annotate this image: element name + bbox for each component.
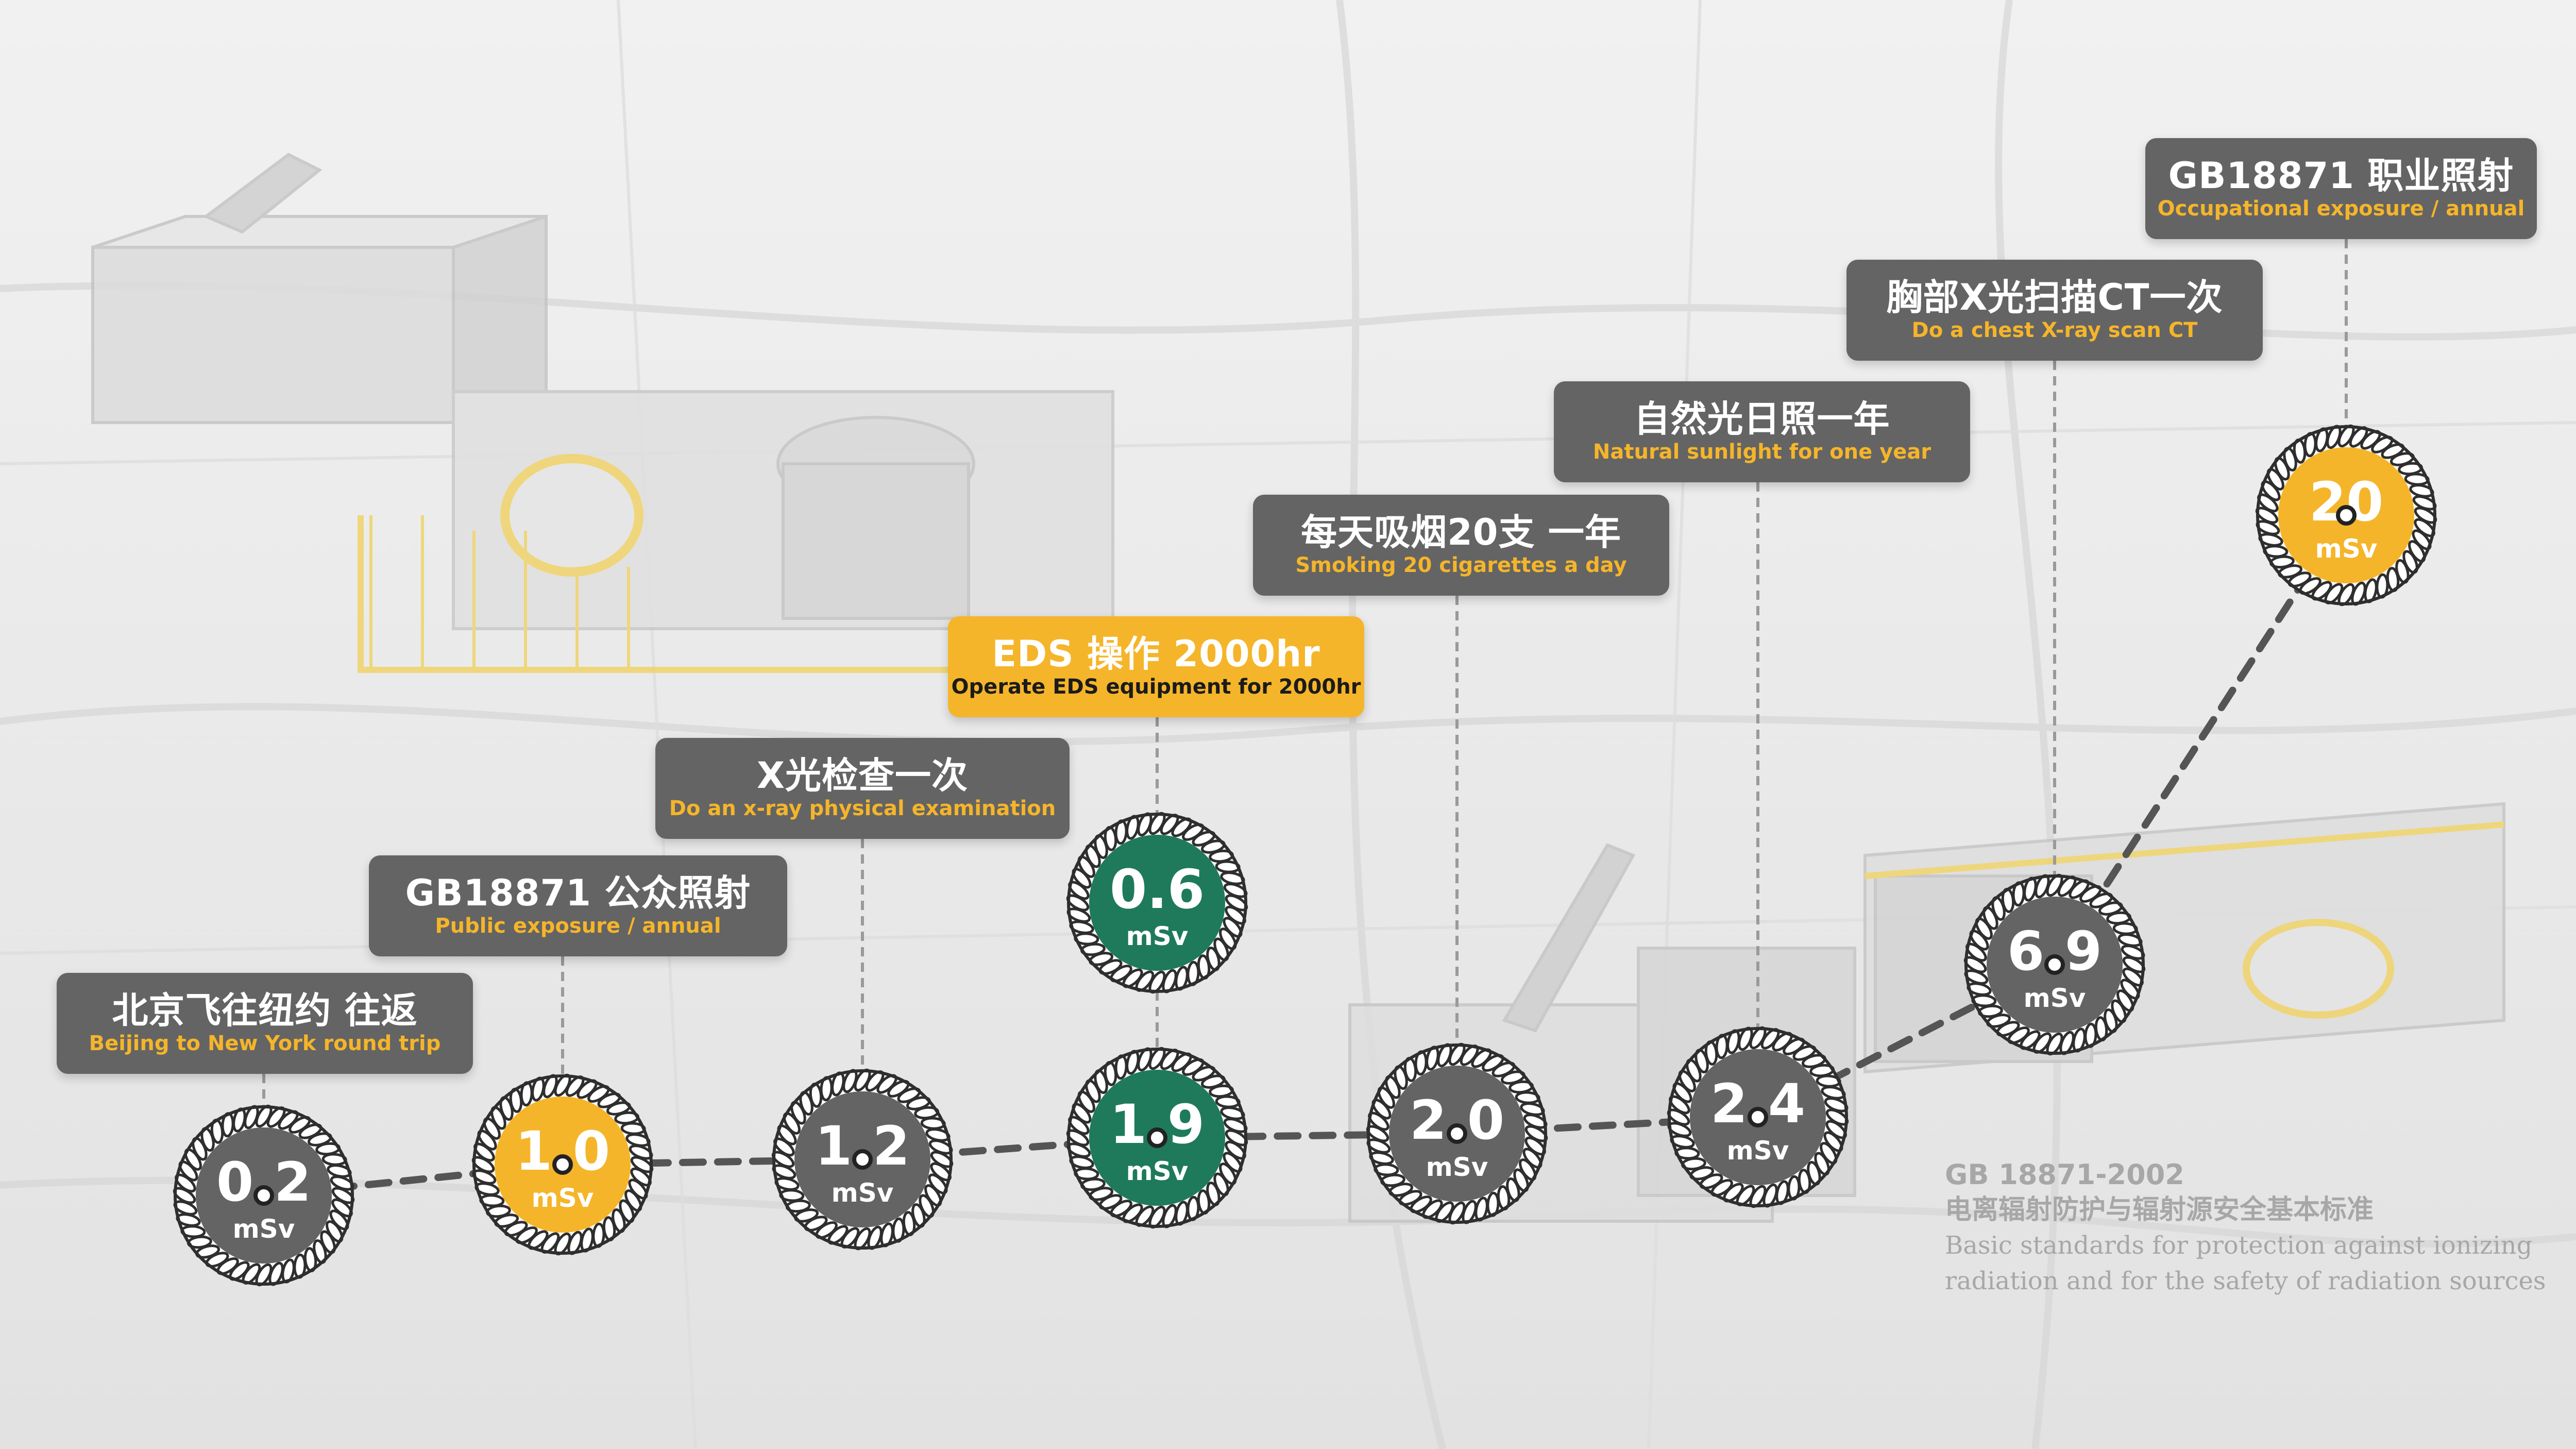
trend-point-sunlight: [1748, 1107, 1768, 1127]
badge-leaf: [1223, 1118, 1248, 1133]
dose-badge-eds-unit: mSv: [1126, 1156, 1189, 1186]
label-smoking-en: Smoking 20 cigarettes a day: [1295, 553, 1627, 577]
badge-leaf: [928, 1139, 953, 1155]
label-occupational: GB18871 职业照射 Occupational exposure / ann…: [2145, 138, 2537, 239]
label-ct-zh: 胸部X光扫描CT一次: [1886, 276, 2223, 318]
dose-badge-eds-extra-fill: [1089, 835, 1225, 971]
trend-point-smoking: [1447, 1123, 1467, 1144]
standard-code: GB 18871-2002: [1945, 1158, 2184, 1191]
dose-badge-ct-unit: mSv: [2024, 983, 2086, 1013]
label-xray: X光检查一次 Do an x-ray physical examination: [655, 738, 1070, 839]
trend-points: [253, 505, 2357, 1206]
standard-title-zh: 电离辐射防护与辐射源安全基本标准: [1945, 1194, 2374, 1226]
label-xray-zh: X光检查一次: [757, 754, 968, 797]
label-occupational-en: Occupational exposure / annual: [2157, 196, 2525, 221]
leader-lines: [262, 239, 2348, 1107]
badge-leaf: [629, 1144, 653, 1160]
dose-badge-eds-extra-value: 0.6: [1110, 858, 1205, 921]
label-flight-zh: 北京飞往纽约 往返: [112, 989, 418, 1032]
badge-leaf: [1523, 1114, 1548, 1129]
trend-point-ct: [2044, 954, 2065, 975]
label-public-en: Public exposure / annual: [435, 914, 721, 938]
standard-title-en-2: radiation and for the safety of radiatio…: [1945, 1267, 2546, 1296]
badge-leaf: [2412, 495, 2437, 511]
machine-left-illustration: [91, 153, 1114, 673]
label-eds-zh: EDS 操作 2000hr: [992, 632, 1320, 675]
label-smoking-zh: 每天吸烟20支 一年: [1301, 511, 1621, 553]
label-smoking: 每天吸烟20支 一年 Smoking 20 cigarettes a day: [1253, 495, 1669, 596]
label-sunlight-en: Natural sunlight for one year: [1592, 440, 1931, 464]
label-sunlight-zh: 自然光日照一年: [1634, 397, 1890, 440]
dose-badge-smoking-unit: mSv: [1426, 1152, 1488, 1182]
badge-leaf: [1223, 883, 1248, 898]
dose-badge-occupational-unit: mSv: [2315, 534, 2378, 564]
label-occupational-zh: GB18871 职业照射: [2168, 154, 2514, 197]
badge-leaf: [1824, 1097, 1849, 1113]
label-ct: 胸部X光扫描CT一次 Do a chest X-ray scan CT: [1846, 260, 2263, 361]
label-ct-en: Do a chest X-ray scan CT: [1911, 318, 2198, 342]
trend-point-public: [552, 1154, 573, 1175]
badge-leaf: [330, 1175, 354, 1191]
trend-point-occupational: [2336, 505, 2357, 526]
label-sunlight: 自然光日照一年 Natural sunlight for one year: [1554, 381, 1970, 482]
trend-point-eds: [1147, 1127, 1167, 1148]
trend-point-flight: [253, 1185, 274, 1206]
trend-point-xray: [852, 1149, 873, 1170]
label-flight-en: Beijing to New York round trip: [89, 1031, 441, 1055]
label-xray-en: Do an x-ray physical examination: [669, 796, 1056, 820]
dose-badge-sunlight-unit: mSv: [1727, 1136, 1789, 1166]
label-eds-en: Operate EDS equipment for 2000hr: [951, 675, 1361, 699]
dose-badge-flight-unit: mSv: [233, 1214, 295, 1244]
standard-reference: GB 18871-2002 电离辐射防护与辐射源安全基本标准 Basic sta…: [1945, 1157, 2546, 1300]
dose-badge-eds-extra-unit: mSv: [1126, 921, 1189, 951]
label-public: GB18871 公众照射 Public exposure / annual: [369, 855, 787, 956]
dose-badge-public-unit: mSv: [532, 1183, 594, 1213]
standard-title-en-1: Basic standards for protection against i…: [1945, 1231, 2533, 1260]
label-public-zh: GB18871 公众照射: [405, 871, 751, 914]
badge-leaf: [2121, 945, 2145, 960]
dose-badge-xray-unit: mSv: [832, 1178, 894, 1208]
label-eds: EDS 操作 2000hr Operate EDS equipment for …: [948, 616, 1364, 717]
label-flight: 北京飞往纽约 往返 Beijing to New York round trip: [57, 973, 473, 1074]
